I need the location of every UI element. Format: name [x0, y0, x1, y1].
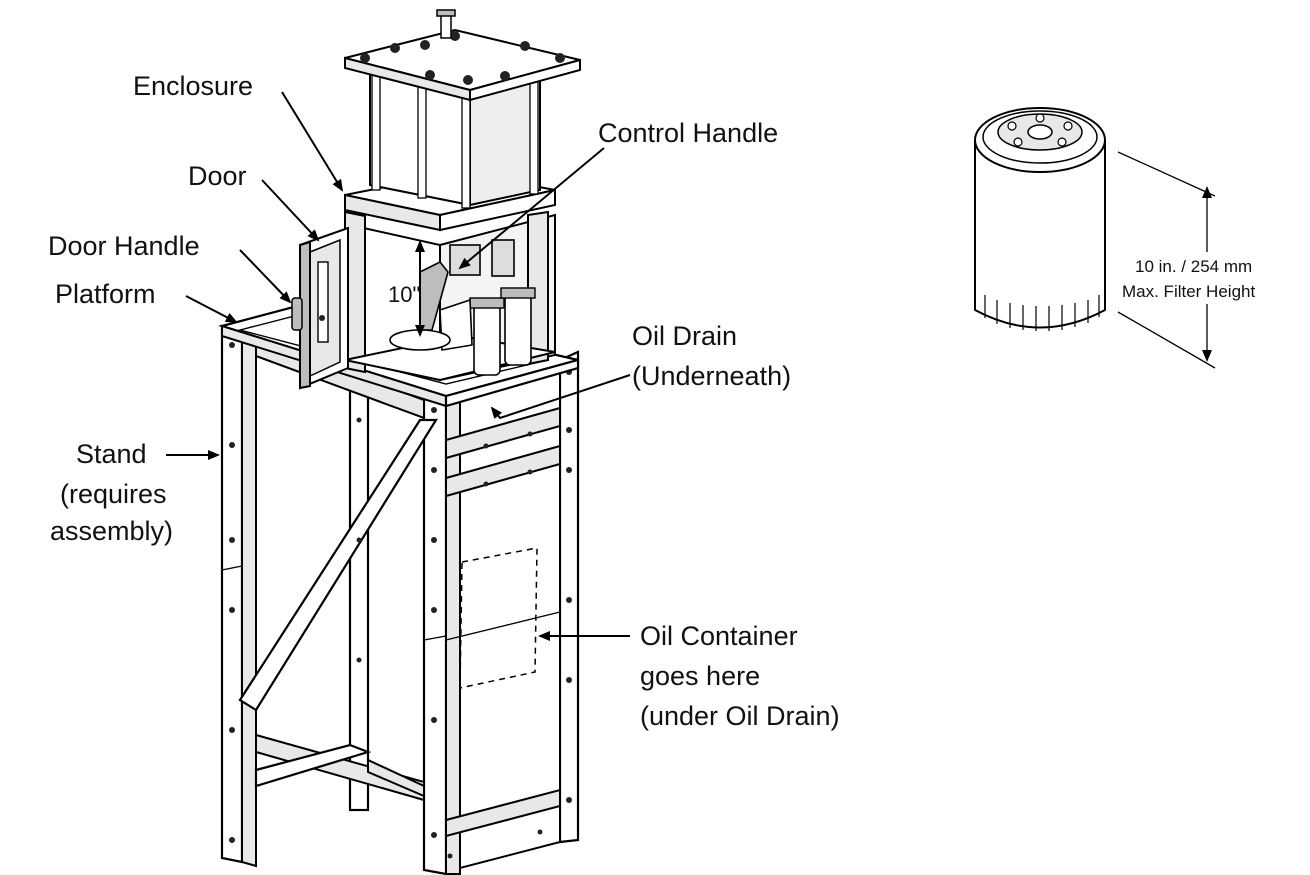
enclosure	[344, 9, 581, 232]
label-oil-container-1: Oil Container	[640, 621, 798, 651]
label-oil-container-2: goes here	[640, 661, 760, 691]
label-door-handle: Door Handle	[48, 231, 200, 261]
lower-chamber	[344, 210, 556, 382]
door	[291, 226, 349, 390]
label-oil-drain-1: Oil Drain	[632, 321, 737, 351]
label-door: Door	[188, 161, 247, 191]
label-control-handle: Control Handle	[598, 118, 778, 148]
oil-filter: 10 in. / 254 mm Max. Filter Height	[974, 107, 1308, 369]
dimension-10-label: 10"	[388, 282, 420, 307]
label-oil-container-3: (under Oil Drain)	[640, 701, 840, 731]
label-platform: Platform	[55, 279, 156, 309]
label-stand-1: Stand	[76, 439, 147, 469]
stand	[220, 320, 580, 875]
label-enclosure: Enclosure	[133, 71, 253, 101]
label-stand-2: (requires	[60, 479, 167, 509]
label-stand-3: assembly)	[50, 516, 173, 546]
label-oil-drain-2: (Underneath)	[632, 361, 791, 391]
filter-height-label-2: Max. Filter Height	[1122, 282, 1255, 301]
filter-height-label-1: 10 in. / 254 mm	[1135, 257, 1252, 276]
